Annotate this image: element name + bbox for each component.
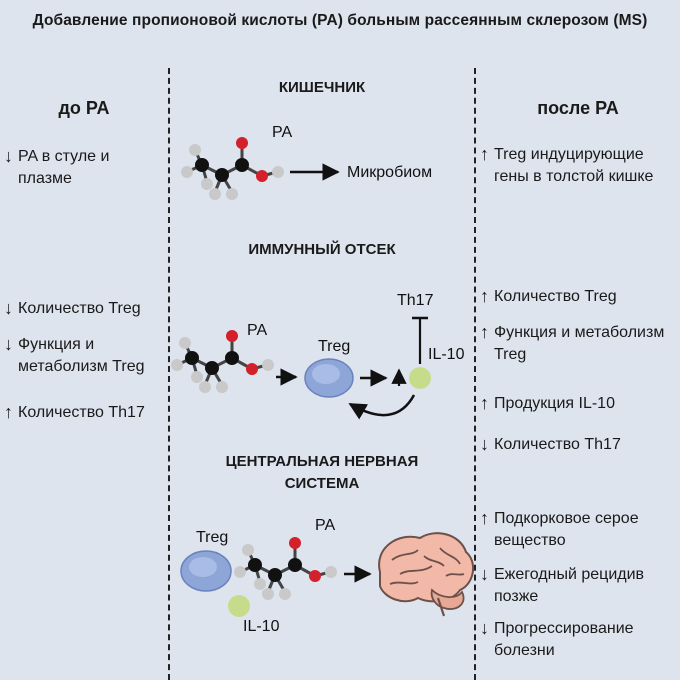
gut-pa-label: PA <box>272 124 292 141</box>
left-divider <box>168 68 170 680</box>
left-column-heading: до PA <box>58 98 110 118</box>
treg-cell-highlight <box>312 364 340 384</box>
cns-il10-molecule-icon <box>228 595 250 617</box>
cns-treg-cell-highlight <box>189 557 217 577</box>
up-arrow-icon: ↑ <box>480 508 489 528</box>
page-title: Добавление пропионовой кислоты (PA) боль… <box>32 12 648 29</box>
right-item-relapse: ↓ Ежегодный рецидив позже <box>480 564 676 608</box>
down-arrow-icon: ↓ <box>4 146 13 166</box>
up-arrow-icon: ↑ <box>480 286 489 306</box>
brain-icon <box>378 532 475 617</box>
cns-il10-label: IL-10 <box>243 618 280 635</box>
right-column-heading: после PA <box>537 98 619 118</box>
up-arrow-icon: ↑ <box>480 144 489 164</box>
right-divider <box>474 68 476 680</box>
right-item-th17-count: ↓ Количество Th17 <box>480 434 621 454</box>
down-arrow-icon: ↓ <box>480 618 489 638</box>
immune-pa-label: PA <box>247 322 267 339</box>
cns-pa-label: PA <box>315 517 335 534</box>
il10-molecule-icon <box>409 367 431 389</box>
immune-treg-label: Treg <box>318 338 350 355</box>
cns-heading-line2: СИСТЕМА <box>284 475 360 492</box>
left-item-treg-count: ↓ Количество Treg <box>4 298 141 318</box>
right-item-progression: ↓ Прогрессирование болезни <box>480 618 676 662</box>
immune-heading: ИММУННЫЙ ОТСЕК <box>248 241 396 258</box>
immune-il10-label: IL-10 <box>428 346 465 363</box>
gut-pa-molecule <box>179 135 286 202</box>
immune-th17-label: Th17 <box>397 292 434 309</box>
right-item-treg-genes: ↑ Treg индуцирующие гены в толстой кишке <box>480 144 676 188</box>
microbiome-label: Микробиом <box>347 164 432 181</box>
up-arrow-icon: ↑ <box>480 393 489 413</box>
down-arrow-icon: ↓ <box>4 298 13 318</box>
right-item-il10-production: ↑ Продукция IL-10 <box>480 393 615 413</box>
right-item-treg-count: ↑ Количество Treg <box>480 286 617 306</box>
down-arrow-icon: ↓ <box>480 564 489 584</box>
up-arrow-icon: ↑ <box>480 322 489 342</box>
gut-heading: КИШЕЧНИК <box>278 79 366 96</box>
up-arrow-icon: ↑ <box>4 402 13 422</box>
right-item-gray-matter: ↑ Подкорковое серое вещество <box>480 508 676 552</box>
cns-pa-molecule <box>232 535 339 602</box>
il10-feedback-arrow <box>348 394 416 420</box>
immune-pa-molecule <box>169 328 276 395</box>
left-item-th17-count: ↑ Количество Th17 <box>4 402 145 422</box>
cns-heading-line1: ЦЕНТРАЛЬНАЯ НЕРВНАЯ <box>225 453 419 470</box>
left-item-treg-function: ↓ Функция и метаболизм Treg <box>4 334 166 378</box>
right-item-treg-function: ↑ Функция и метаболизм Treg <box>480 322 676 366</box>
cns-treg-label: Treg <box>196 529 228 546</box>
left-item-pa-levels: ↓ PA в стуле и плазме <box>4 146 164 190</box>
down-arrow-icon: ↓ <box>4 334 13 354</box>
down-arrow-icon: ↓ <box>480 434 489 454</box>
